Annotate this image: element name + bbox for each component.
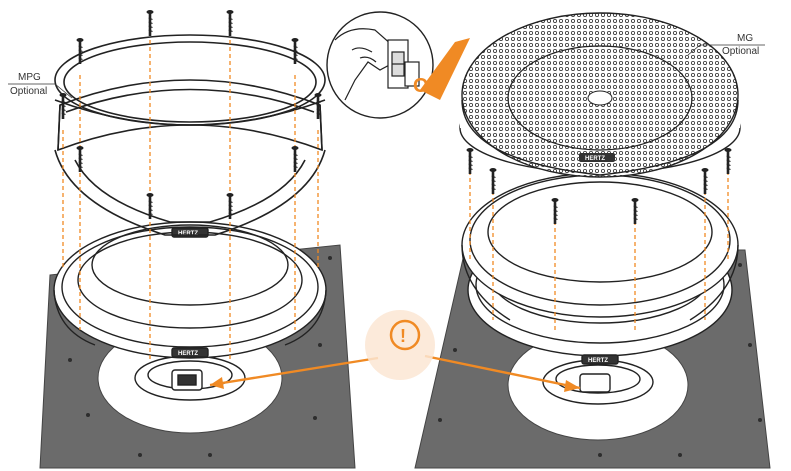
mpg-frame bbox=[54, 34, 326, 236]
mg-label: MG bbox=[737, 33, 753, 44]
mpg-optional-label: Optional bbox=[10, 86, 47, 97]
right-speaker-logo: HERTZ bbox=[588, 358, 608, 364]
right-assembly: HERTZ HERTZ MG Optional bbox=[414, 12, 771, 469]
warning-mark: ! bbox=[400, 326, 406, 346]
mg-grille-logo: HERTZ bbox=[585, 156, 605, 162]
hand-clip-icon bbox=[334, 28, 420, 101]
right-speaker bbox=[461, 172, 739, 405]
mg-grille bbox=[459, 12, 741, 178]
left-speaker-logo-top: HERTZ bbox=[178, 231, 198, 237]
warning-callout: ! bbox=[209, 310, 581, 392]
mpg-label: MPG bbox=[18, 72, 41, 83]
ok-label: OK bbox=[413, 75, 444, 97]
ok-arrow-icon bbox=[420, 38, 470, 100]
left-speaker bbox=[53, 221, 327, 401]
left-assembly: HERTZ HERTZ bbox=[8, 9, 356, 469]
left-speaker-logo: HERTZ bbox=[178, 351, 198, 357]
clip-detail-inset: OK bbox=[326, 11, 470, 119]
left-alignment-lines bbox=[62, 40, 319, 360]
mg-optional-label: Optional bbox=[722, 46, 759, 57]
